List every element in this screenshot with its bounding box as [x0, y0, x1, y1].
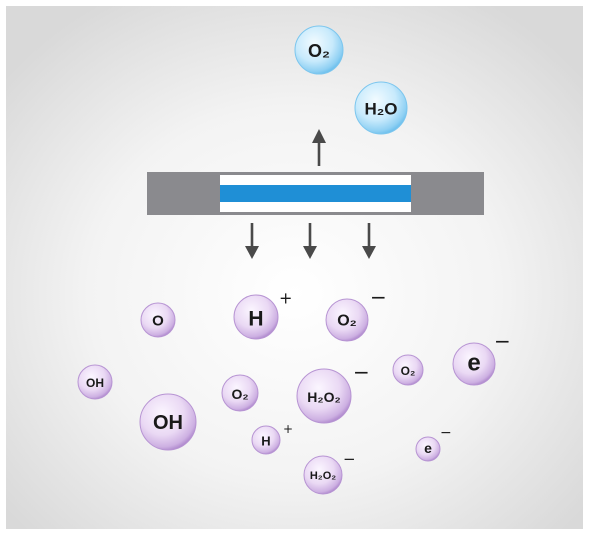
bubble — [325, 298, 369, 342]
particle-label: H — [261, 434, 270, 449]
particle-label: OH — [153, 412, 183, 434]
bubble — [415, 436, 441, 462]
bubble — [77, 364, 113, 400]
particle-charge: − — [494, 329, 511, 353]
particle-label: O₂ — [337, 313, 357, 330]
particle-oh-large: OH — [139, 393, 197, 451]
particle-charge: − — [353, 360, 370, 384]
particle-o2-small: O₂ — [392, 354, 424, 386]
particle-label: H — [248, 308, 263, 331]
bubble — [303, 455, 343, 495]
molecule-label: O₂ — [308, 41, 330, 61]
particle-label: H₂O₂ — [310, 470, 336, 482]
bubble — [294, 25, 344, 75]
arrow-down-icon — [245, 223, 259, 259]
lower-particles: O H + O₂ − O₂ e − OH OH — [77, 285, 511, 495]
particle-label: e — [467, 350, 480, 377]
molecule-o2-top: O₂ — [294, 25, 344, 75]
bubble — [452, 342, 496, 386]
bubble — [233, 294, 279, 340]
particle-label: OH — [86, 376, 104, 390]
bubble — [139, 393, 197, 451]
molecule-label: H₂O — [364, 100, 397, 119]
particle-o2-mid: O₂ — [221, 374, 259, 412]
particle-label: e — [424, 440, 432, 456]
arrow-up-icon — [312, 129, 326, 166]
panel-background — [6, 6, 583, 529]
particle-label: H₂O₂ — [307, 389, 340, 405]
bubble — [140, 302, 176, 338]
particle-charge: + — [279, 289, 292, 308]
particle-charge: + — [283, 422, 293, 436]
membrane-core — [220, 185, 411, 202]
particle-charge: − — [370, 285, 387, 309]
particle-e-minus-small: e − — [415, 425, 452, 462]
arrow-down-icon — [362, 223, 376, 259]
particle-label: O₂ — [231, 386, 248, 402]
arrow-down-icon — [303, 223, 317, 259]
particle-oh-small: OH — [77, 364, 113, 400]
particle-h-plus-small: H + — [251, 422, 293, 455]
molecule-h2o-top: H₂O — [354, 81, 408, 135]
particle-h2o2-minus-small: H₂O₂ − — [303, 450, 356, 495]
particle-e-minus-large: e − — [452, 329, 511, 386]
particle-label: O — [152, 313, 164, 330]
bubble — [296, 368, 352, 424]
bubble — [221, 374, 259, 412]
membrane — [147, 172, 484, 215]
upper-molecules: O₂ H₂O — [294, 25, 408, 135]
particle-charge: − — [343, 450, 356, 468]
particle-h-plus-large: H + — [233, 289, 292, 340]
bubble — [354, 81, 408, 135]
particle-o2-minus: O₂ − — [325, 285, 387, 342]
particle-o: O — [140, 302, 176, 338]
particle-h2o2-minus-large: H₂O₂ − — [296, 360, 370, 424]
bubble — [251, 425, 281, 455]
particle-charge: − — [440, 425, 452, 441]
particle-label: O₂ — [401, 364, 416, 378]
bubble — [392, 354, 424, 386]
